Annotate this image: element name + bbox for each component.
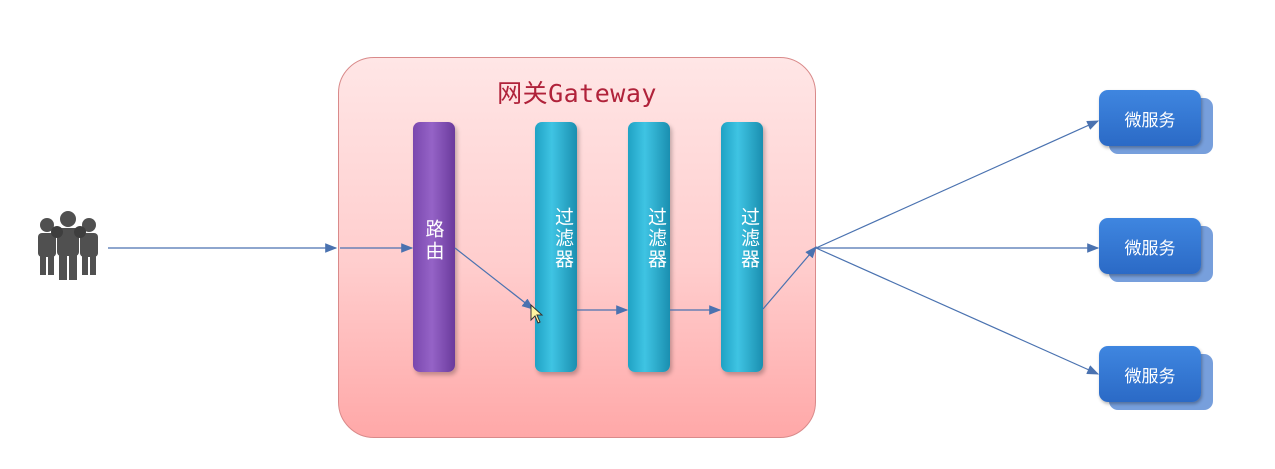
microservice-label-3: 微服务 — [1099, 346, 1201, 402]
microservice-box-3: 微服务 — [1099, 346, 1219, 410]
arrow-filter3-out — [762, 246, 817, 310]
microservice-label-2: 微服务 — [1099, 218, 1201, 274]
filter-label-3: 过滤器 — [738, 207, 760, 270]
filter-block-1: 过滤器 — [535, 122, 577, 372]
users-group-icon — [38, 211, 98, 280]
mouse-cursor-icon — [530, 303, 544, 324]
microservice-box-1: 微服务 — [1099, 90, 1219, 154]
filter-label-2: 过滤器 — [645, 207, 667, 270]
microservice-box-2: 微服务 — [1099, 218, 1219, 282]
filter-label-1: 过滤器 — [552, 207, 574, 270]
router-block: 路由 — [413, 122, 455, 372]
arrow-to-service3 — [815, 247, 1100, 375]
microservice-label-1: 微服务 — [1099, 90, 1201, 146]
arrow-router-to-filter1 — [454, 247, 534, 310]
gateway-title: 网关Gateway — [497, 79, 657, 108]
arrow-to-service1 — [815, 120, 1100, 249]
filter-block-3: 过滤器 — [721, 122, 763, 372]
router-label: 路由 — [422, 219, 445, 263]
filter-block-2: 过滤器 — [628, 122, 670, 372]
